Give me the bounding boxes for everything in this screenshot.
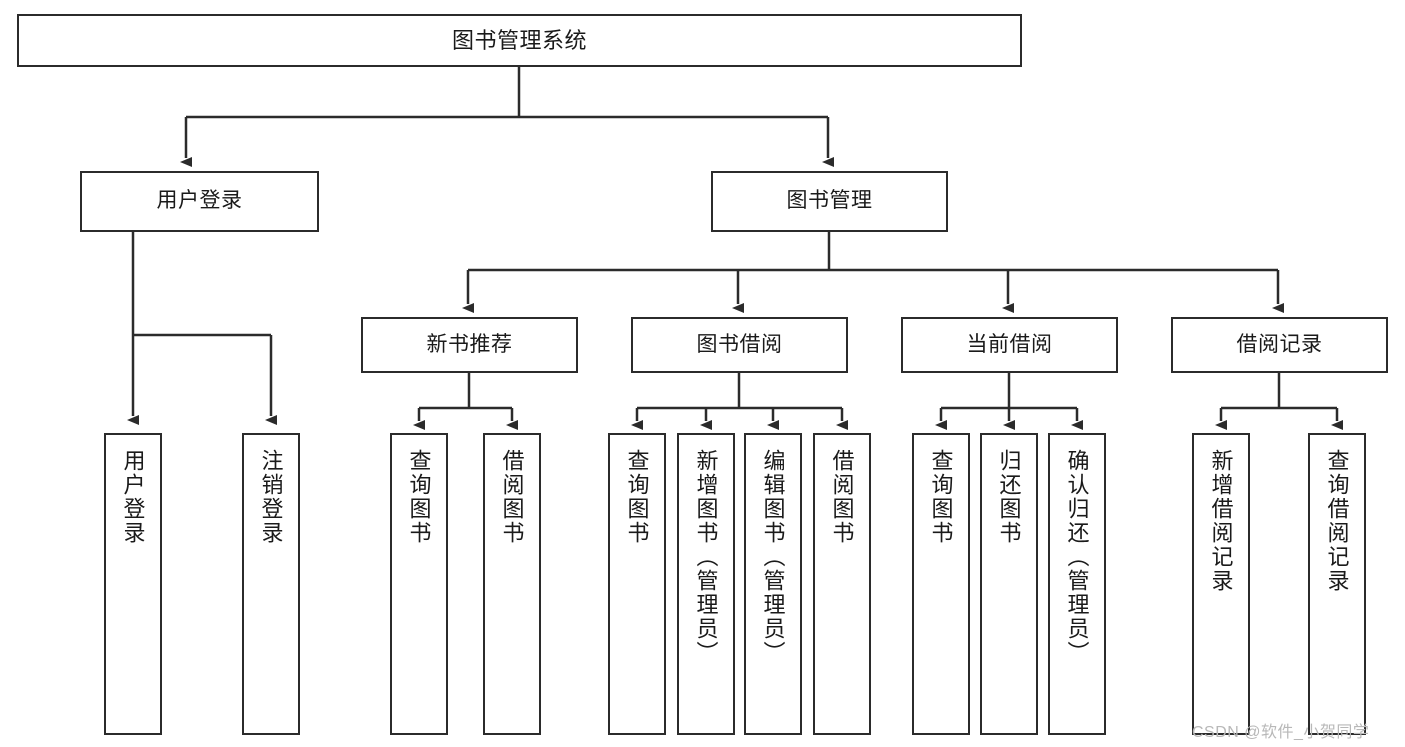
node-label: 编辑图书（管理员） [760,449,786,665]
node-book-borrow[interactable]: 图书借阅 [631,317,848,373]
node-label: 图书管理 [786,189,873,213]
leaf-current-return-book[interactable]: 归还图书 [980,433,1038,735]
node-borrow-records[interactable]: 借阅记录 [1171,317,1388,373]
node-label: 新增图书（管理员） [693,449,719,665]
leaf-current-query-book[interactable]: 查询图书 [912,433,970,735]
leaf-borrow-edit-book-admin[interactable]: 编辑图书（管理员） [744,433,802,735]
leaf-user-login-login[interactable]: 用户登录 [104,433,162,735]
node-label: 借阅图书 [499,449,525,545]
node-label: 查询图书 [928,449,954,545]
node-label: 新书推荐 [426,332,513,356]
node-label: 借阅记录 [1236,332,1323,356]
leaf-records-add-record[interactable]: 新增借阅记录 [1192,433,1250,735]
leaf-borrow-query-book[interactable]: 查询图书 [608,433,666,735]
node-user-login[interactable]: 用户登录 [80,171,319,232]
node-label: 图书借阅 [696,332,783,356]
node-label: 注销登录 [258,449,284,545]
leaf-borrow-borrow-book[interactable]: 借阅图书 [813,433,871,735]
node-label: 查询图书 [406,449,432,545]
node-label: 用户登录 [120,449,146,545]
node-label: 借阅图书 [829,449,855,545]
node-label: 归还图书 [996,449,1022,545]
node-label: 查询图书 [624,449,650,545]
leaf-records-query-record[interactable]: 查询借阅记录 [1308,433,1366,735]
leaf-current-confirm-return-admin[interactable]: 确认归还（管理员） [1048,433,1106,735]
leaf-user-login-logout[interactable]: 注销登录 [242,433,300,735]
node-label: 用户登录 [156,189,243,213]
node-book-management[interactable]: 图书管理 [711,171,948,232]
node-root-system[interactable]: 图书管理系统 [17,14,1022,67]
node-label: 当前借阅 [966,332,1053,356]
node-label: 确认归还（管理员） [1064,449,1090,665]
node-new-book-recommend[interactable]: 新书推荐 [361,317,578,373]
leaf-recommend-borrow-book[interactable]: 借阅图书 [483,433,541,735]
node-current-borrow[interactable]: 当前借阅 [901,317,1118,373]
node-label: 查询借阅记录 [1324,449,1350,593]
leaf-borrow-add-book-admin[interactable]: 新增图书（管理员） [677,433,735,735]
leaf-recommend-query-book[interactable]: 查询图书 [390,433,448,735]
node-label: 图书管理系统 [451,27,587,53]
node-label: 新增借阅记录 [1208,449,1234,593]
